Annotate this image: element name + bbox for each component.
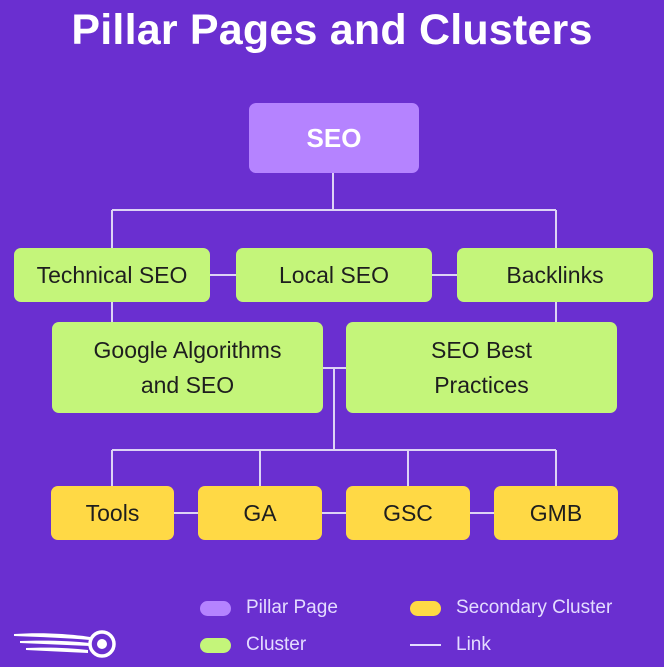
cluster-node-local-seo: Local SEO (236, 248, 432, 302)
secondary-label: Tools (85, 499, 140, 526)
legend-swatch-secondary (410, 600, 441, 616)
cluster-label: Google Algorithms and SEO (93, 336, 282, 398)
cluster-node-technical-seo: Technical SEO (14, 248, 210, 302)
legend-swatch-link (410, 644, 441, 646)
secondary-label: GA (243, 499, 277, 526)
pillar-label: SEO (306, 122, 362, 153)
secondary-node-gmb: GMB (494, 486, 618, 540)
secondary-node-ga: GA (198, 486, 322, 540)
legend-swatch-cluster (200, 637, 231, 653)
secondary-label: GMB (529, 499, 583, 526)
cluster-node-seo-best-practices: SEO Best Practices (346, 322, 617, 413)
legend-label: Link (456, 634, 491, 655)
semrush-logo-icon (14, 630, 116, 658)
legend-label: Pillar Page (246, 597, 338, 618)
cluster-label: Backlinks (506, 261, 604, 288)
cluster-label: Local SEO (279, 261, 389, 288)
secondary-node-gsc: GSC (346, 486, 470, 540)
cluster-label: SEO Best Practices (431, 336, 532, 398)
legend-label: Cluster (246, 634, 307, 655)
legend-label: Secondary Cluster (456, 597, 613, 618)
legend-item-secondary: Secondary Cluster (410, 597, 612, 619)
secondary-label: GSC (383, 499, 433, 526)
legend-item-cluster: Cluster (200, 634, 306, 656)
legend-item-link: Link (410, 634, 491, 656)
cluster-label: Technical SEO (36, 261, 188, 288)
cluster-node-backlinks: Backlinks (457, 248, 653, 302)
legend-swatch-pillar (200, 600, 231, 616)
cluster-node-google-algorithms: Google Algorithms and SEO (52, 322, 323, 413)
legend-item-pillar: Pillar Page (200, 597, 338, 619)
pillar-node-seo: SEO (249, 103, 419, 173)
diagram-title: Pillar Pages and Clusters (71, 6, 593, 54)
secondary-node-tools: Tools (51, 486, 174, 540)
